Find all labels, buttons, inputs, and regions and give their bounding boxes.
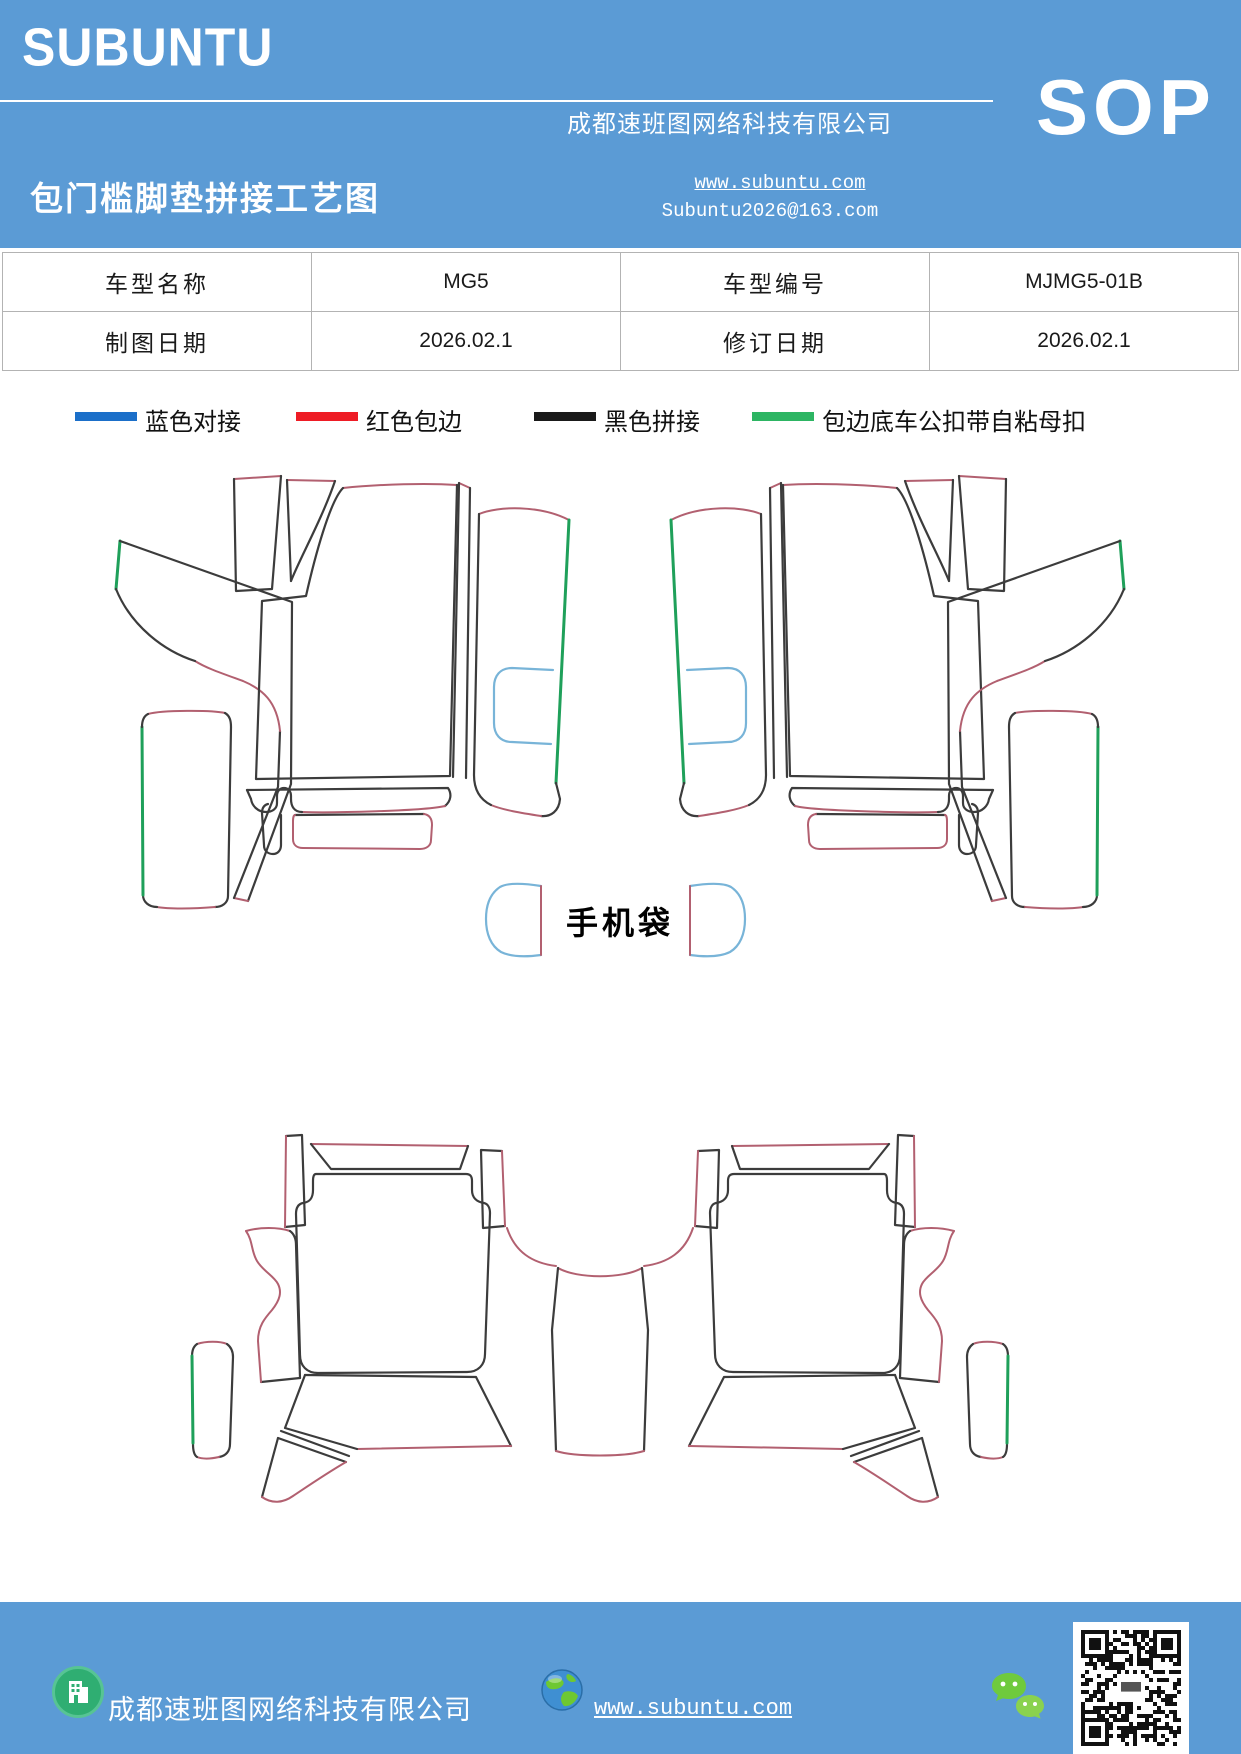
front-left-side-strip (140, 709, 233, 910)
header-divider-line (0, 100, 993, 102)
rear-left-mat (294, 1172, 557, 1375)
legend-label: 包边底车公扣带自粘母扣 (822, 410, 1086, 436)
left-tunnel-side-piece (472, 507, 571, 818)
model-code-value: MJMG5-01B (929, 252, 1239, 312)
qr-code (1073, 1622, 1189, 1754)
front-right-top-piece-a (957, 474, 1008, 593)
front-left-top-piece-b (285, 478, 337, 583)
front-right-divider-strip (768, 481, 789, 780)
draw-date-label: 制图日期 (2, 311, 312, 371)
front-left-pillar-piece (114, 539, 294, 903)
header-company-name: 成都速班图网络科技有限公司 (567, 112, 892, 138)
header: SUBUNTU 包门槛脚垫拼接工艺图 成都速班图网络科技有限公司 www.sub… (0, 0, 1241, 248)
rear-right-inner-rect (693, 1148, 721, 1230)
front-left-sill-plate (260, 802, 433, 856)
front-left-top-piece-a (232, 474, 283, 593)
header-email: Subuntu2026@163.com (661, 200, 879, 222)
rear-right-bottom-trapezoid (687, 1373, 917, 1451)
phone-pocket-right (688, 882, 747, 958)
front-mats-figure (114, 474, 1126, 958)
globe-icon (540, 1668, 584, 1712)
front-right-pillar-piece (946, 539, 1126, 903)
revise-date-label: 修订日期 (620, 311, 930, 371)
draw-date-value: 2026.02.1 (311, 311, 621, 371)
rear-left-end-cap (190, 1340, 235, 1460)
rear-center-bridge (550, 1266, 650, 1457)
rear-right-end-cap (965, 1340, 1010, 1460)
blue-line-swatch (75, 412, 137, 421)
footer-website-link[interactable]: www.subuntu.com (594, 1696, 793, 1721)
company-building-icon (52, 1666, 104, 1718)
table-row: 车型名称 MG5 车型编号 MJMG5-01B (2, 252, 1239, 312)
rear-left-corner-piece (260, 1429, 351, 1503)
legend-label: 黑色拼接 (604, 410, 700, 436)
phone-pocket-label: 手机袋 (565, 905, 674, 941)
page-title: 包门槛脚垫拼接工艺图 (30, 180, 380, 217)
rear-left-small-rect (283, 1133, 307, 1229)
front-right-sill-plate (807, 802, 980, 856)
driver-front-mat (254, 483, 459, 781)
revise-date-value: 2026.02.1 (929, 311, 1239, 371)
doc-type-label: SOP (1036, 63, 1216, 151)
front-right-heel-strip (788, 786, 995, 814)
model-name-label: 车型名称 (2, 252, 312, 312)
model-code-label: 车型编号 (620, 252, 930, 312)
model-name-value: MG5 (311, 252, 621, 312)
phone-pocket-left (484, 882, 543, 958)
rear-left-bottom-trapezoid (283, 1373, 513, 1451)
brand-logo: SUBUNTU (22, 17, 274, 78)
rear-right-small-rect (893, 1133, 917, 1229)
header-website-link[interactable]: www.subuntu.com (694, 172, 866, 194)
wechat-icon (988, 1670, 1052, 1726)
footer-company-name: 成都速班图网络科技有限公司 (108, 1695, 472, 1725)
black-line-swatch (534, 412, 596, 421)
front-left-heel-strip (245, 786, 452, 814)
rear-left-top-strip (309, 1142, 470, 1171)
green-line-swatch (752, 412, 814, 421)
rear-right-s-piece (898, 1227, 955, 1384)
table-row: 制图日期 2026.02.1 修订日期 2026.02.1 (2, 311, 1239, 371)
rear-left-inner-rect (479, 1148, 507, 1230)
right-tunnel-side-piece (669, 507, 768, 818)
passenger-front-mat (781, 483, 986, 781)
rear-right-top-strip (730, 1142, 891, 1171)
front-right-side-strip (1007, 709, 1100, 910)
front-right-top-piece-b (903, 478, 955, 583)
rear-right-mat (643, 1172, 906, 1375)
legend-label: 红色包边 (366, 410, 462, 436)
front-left-divider-strip (451, 481, 472, 780)
vehicle-info-table: 车型名称 MG5 车型编号 MJMG5-01B 制图日期 2026.02.1 修… (2, 252, 1239, 371)
rear-right-corner-piece (849, 1429, 940, 1503)
rear-left-s-piece (245, 1227, 302, 1384)
footer: 成都速班图网络科技有限公司 www.subuntu.com (0, 1602, 1241, 1754)
legend-label: 蓝色对接 (145, 410, 241, 436)
red-line-swatch (296, 412, 358, 421)
rear-mats-figure (190, 1133, 1010, 1503)
